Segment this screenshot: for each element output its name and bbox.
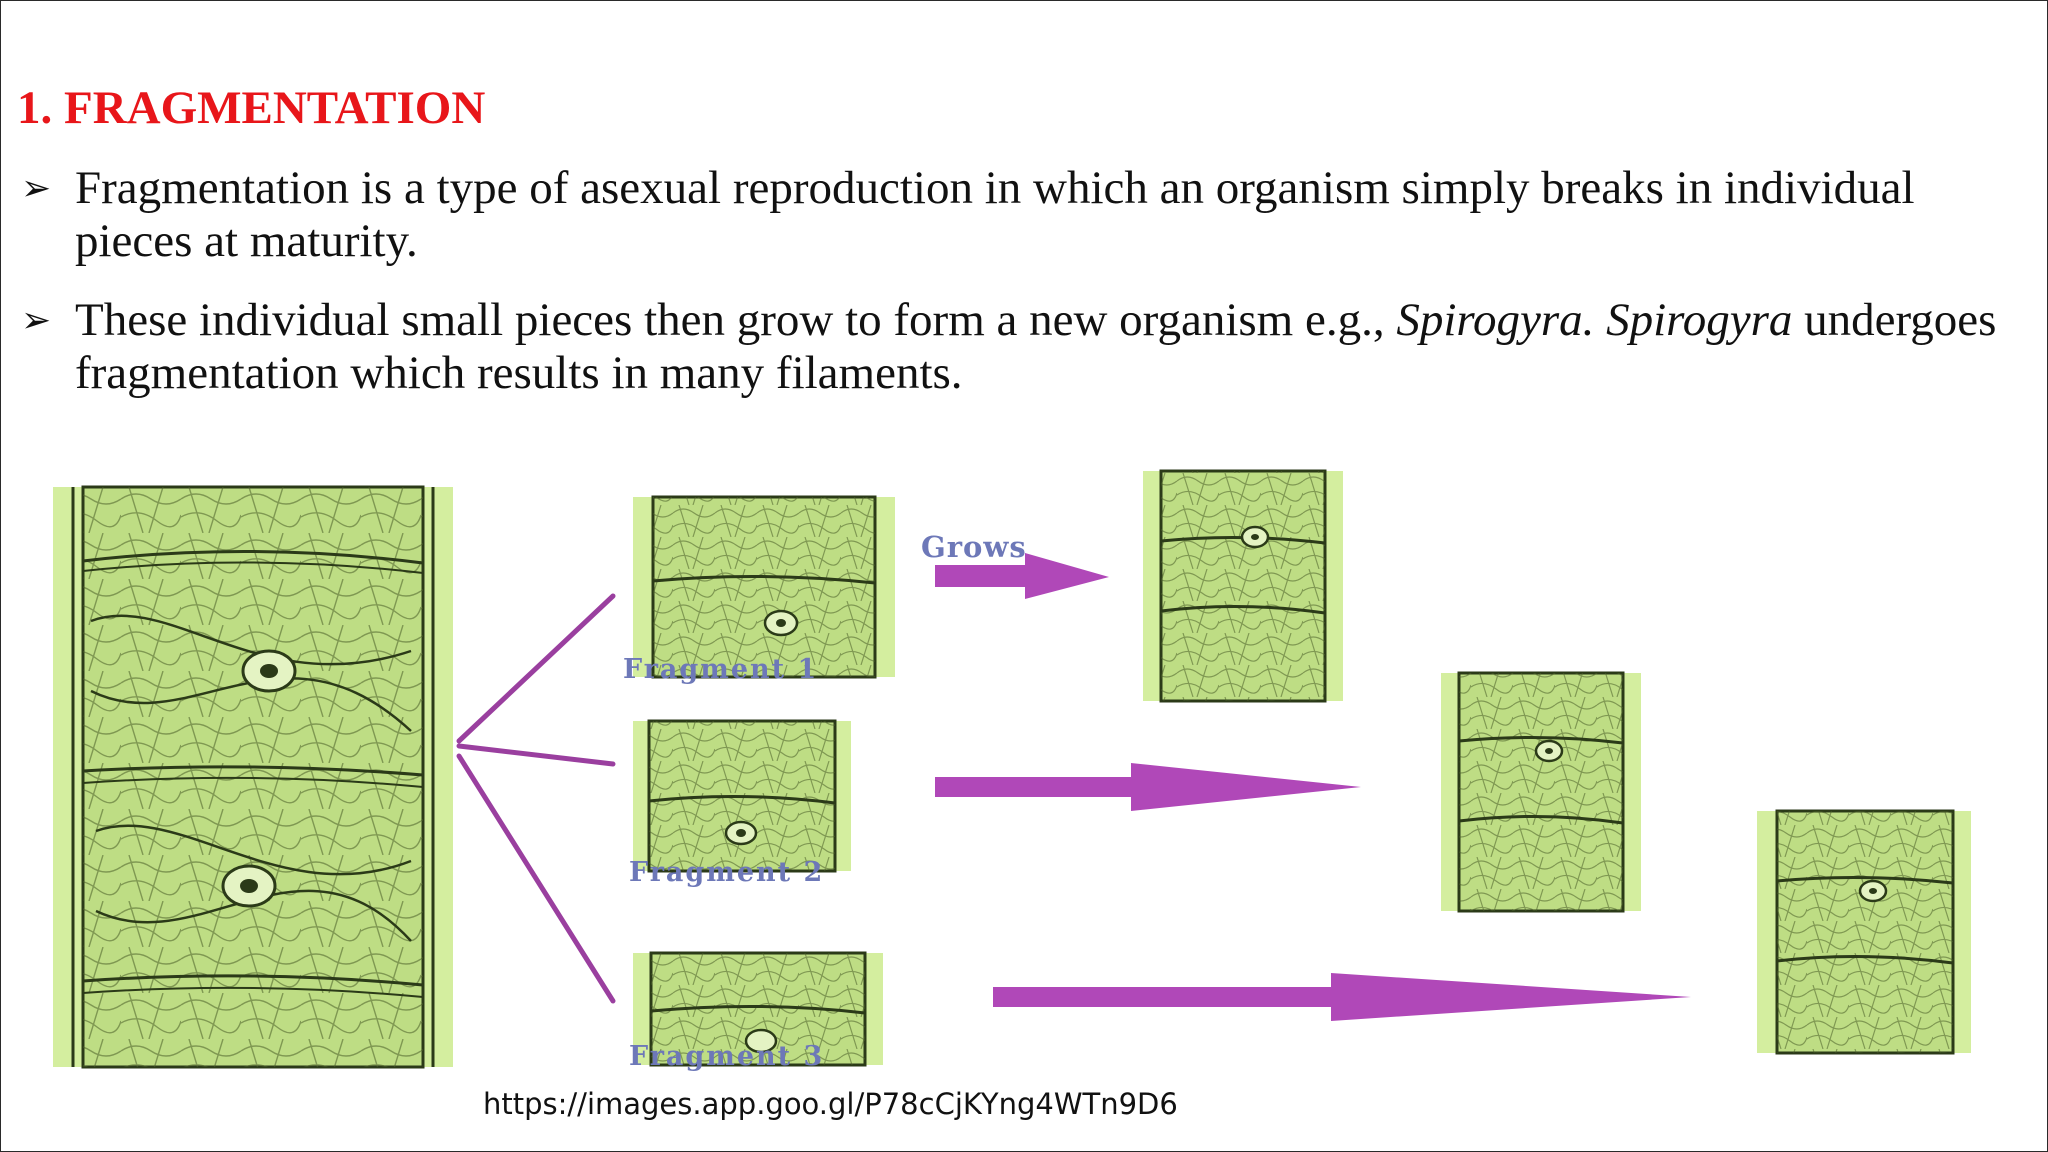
bullet-1: ➢ Fragmentation is a type of asexual rep… <box>21 162 2011 268</box>
growth-arrow-2 <box>935 763 1361 811</box>
grows-label: Grows <box>921 530 1027 564</box>
parent-filament <box>53 485 453 1069</box>
bullet-1-text: Fragmentation is a type of asexual repro… <box>75 162 1915 267</box>
bullet-2: ➢ These individual small pieces then gro… <box>21 294 2011 400</box>
growth-arrow-1 <box>935 553 1109 599</box>
slide-title: 1. FRAGMENTATION <box>17 82 486 134</box>
fragment-2 <box>633 719 851 873</box>
fragment-3 <box>633 951 883 1067</box>
bullet-arrow-icon: ➢ <box>21 168 52 209</box>
fragment-3-label: Fragment 3 <box>629 1041 824 1072</box>
grown-filament-3 <box>1757 809 1971 1055</box>
fragment-1 <box>633 495 895 679</box>
bullet-2-text: These individual small pieces then grow … <box>75 294 2011 400</box>
split-lines <box>456 593 616 1004</box>
growth-arrow-3 <box>993 973 1691 1021</box>
fragmentation-diagram: Fragment 1 Fragment 2 Fragment 3 Grows <box>53 469 1971 1072</box>
bullet-2-text-end: undergoes fragmentation which results in… <box>75 294 1997 399</box>
species-name: Spirogyra. Spirogyra <box>1396 294 1793 346</box>
fragment-1-label: Fragment 1 <box>623 654 818 685</box>
bullet-arrow-icon: ➢ <box>21 300 52 341</box>
fragment-2-label: Fragment 2 <box>629 857 824 888</box>
grown-filament-1 <box>1143 469 1343 703</box>
grown-filament-2 <box>1441 671 1641 913</box>
bullet-2-text-start: These individual small pieces then grow … <box>75 294 1397 346</box>
source-url: https://images.app.goo.gl/P78cCjKYng4WTn… <box>483 1087 1178 1121</box>
